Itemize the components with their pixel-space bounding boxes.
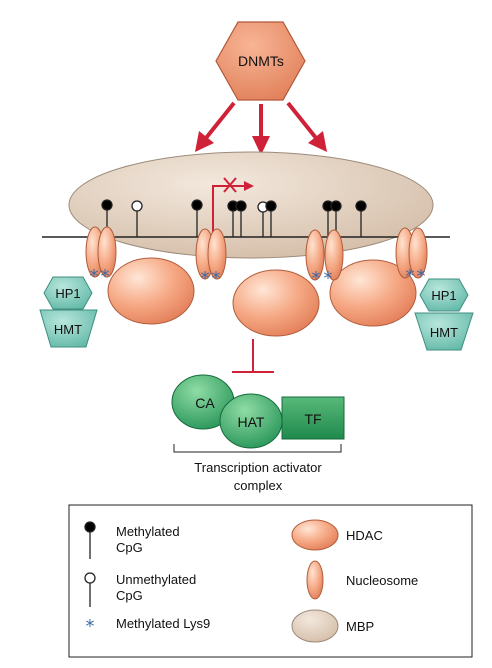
nucleosome <box>305 229 325 281</box>
dnmts-hexagon: DNMTs <box>215 21 306 101</box>
methylated-cpg <box>235 200 247 237</box>
hmt-left: HMT <box>39 309 98 348</box>
lys9-asterisk: * <box>312 268 321 289</box>
methylated-lys9-marks: * * * * * * * * <box>90 266 426 289</box>
hp1-left: HP1 <box>43 276 93 310</box>
legend-lys9-label: Methylated Lys9 <box>116 616 210 631</box>
dnmts-arrows <box>195 101 327 155</box>
legend-hdac-label: HDAC <box>346 528 383 543</box>
complex-label-line2: complex <box>234 478 283 493</box>
legend-asterisk-icon: * <box>86 616 95 637</box>
tf-box <box>281 396 345 440</box>
methylated-cpg <box>191 199 203 237</box>
hmt-right-label: HMT <box>430 325 458 340</box>
legend-mbp-label: MBP <box>346 619 374 634</box>
hmt-right: HMT <box>414 312 474 351</box>
unmethylated-cpg <box>131 200 143 237</box>
hp1-right-label: HP1 <box>431 288 456 303</box>
nucleosome <box>97 226 117 278</box>
complex-label-line1: Transcription activator <box>194 460 322 475</box>
mbp-oval <box>68 151 434 259</box>
blocked-transcription-arrow <box>212 177 254 237</box>
arrow-left <box>195 101 236 152</box>
legend-methylated-cpg-icon <box>84 521 96 559</box>
legend-unmethylated-cpg-icon <box>84 572 96 607</box>
methylated-cpg <box>330 200 342 237</box>
lys9-asterisk: * <box>406 266 415 287</box>
hp1-left-label: HP1 <box>55 286 80 301</box>
nucleosome <box>408 227 428 279</box>
arrow-right <box>286 101 327 152</box>
hmt-left-label: HMT <box>54 322 82 337</box>
legend-unmethylated-line1: Unmethylated <box>116 572 196 587</box>
legend-methylated-line2: CpG <box>116 540 143 555</box>
legend-box <box>68 504 473 658</box>
hdac-oval <box>107 257 195 325</box>
ca-label: CA <box>195 395 215 411</box>
nucleosome <box>207 228 227 280</box>
lys9-asterisk: * <box>212 268 221 289</box>
methylated-cpg <box>355 200 367 237</box>
hdac-oval <box>329 259 417 327</box>
hat-label: HAT <box>238 414 265 430</box>
cpg-sites <box>101 199 367 237</box>
legend-methylated-line1: Methylated <box>116 524 180 539</box>
legend-hdac-icon <box>291 519 339 551</box>
hp1-right: HP1 <box>419 278 469 312</box>
hdac-oval <box>232 269 320 337</box>
transcription-activator-complex: TF CA HAT <box>171 374 345 449</box>
nucleosomes <box>85 226 428 281</box>
legend-nucleosome-icon <box>306 560 324 600</box>
lys9-asterisk: * <box>417 266 426 287</box>
dnmts-label: DNMTs <box>238 53 284 69</box>
lys9-asterisk: * <box>201 268 210 289</box>
tf-label: TF <box>304 411 321 427</box>
inhibition-bar <box>232 339 274 373</box>
methylated-cpg <box>265 200 277 237</box>
legend-mbp-icon <box>291 609 339 643</box>
legend-nucleosome-label: Nucleosome <box>346 573 418 588</box>
complex-bracket <box>173 444 342 453</box>
lys9-asterisk: * <box>324 268 333 289</box>
lys9-asterisk: * <box>101 266 110 287</box>
lys9-asterisk: * <box>90 266 99 287</box>
nucleosome <box>324 229 344 281</box>
arrow-center <box>252 104 270 155</box>
legend-unmethylated-line2: CpG <box>116 588 143 603</box>
hat-oval <box>219 393 283 449</box>
legend: Methylated CpG Unmethylated CpG * Methyl… <box>68 504 473 658</box>
